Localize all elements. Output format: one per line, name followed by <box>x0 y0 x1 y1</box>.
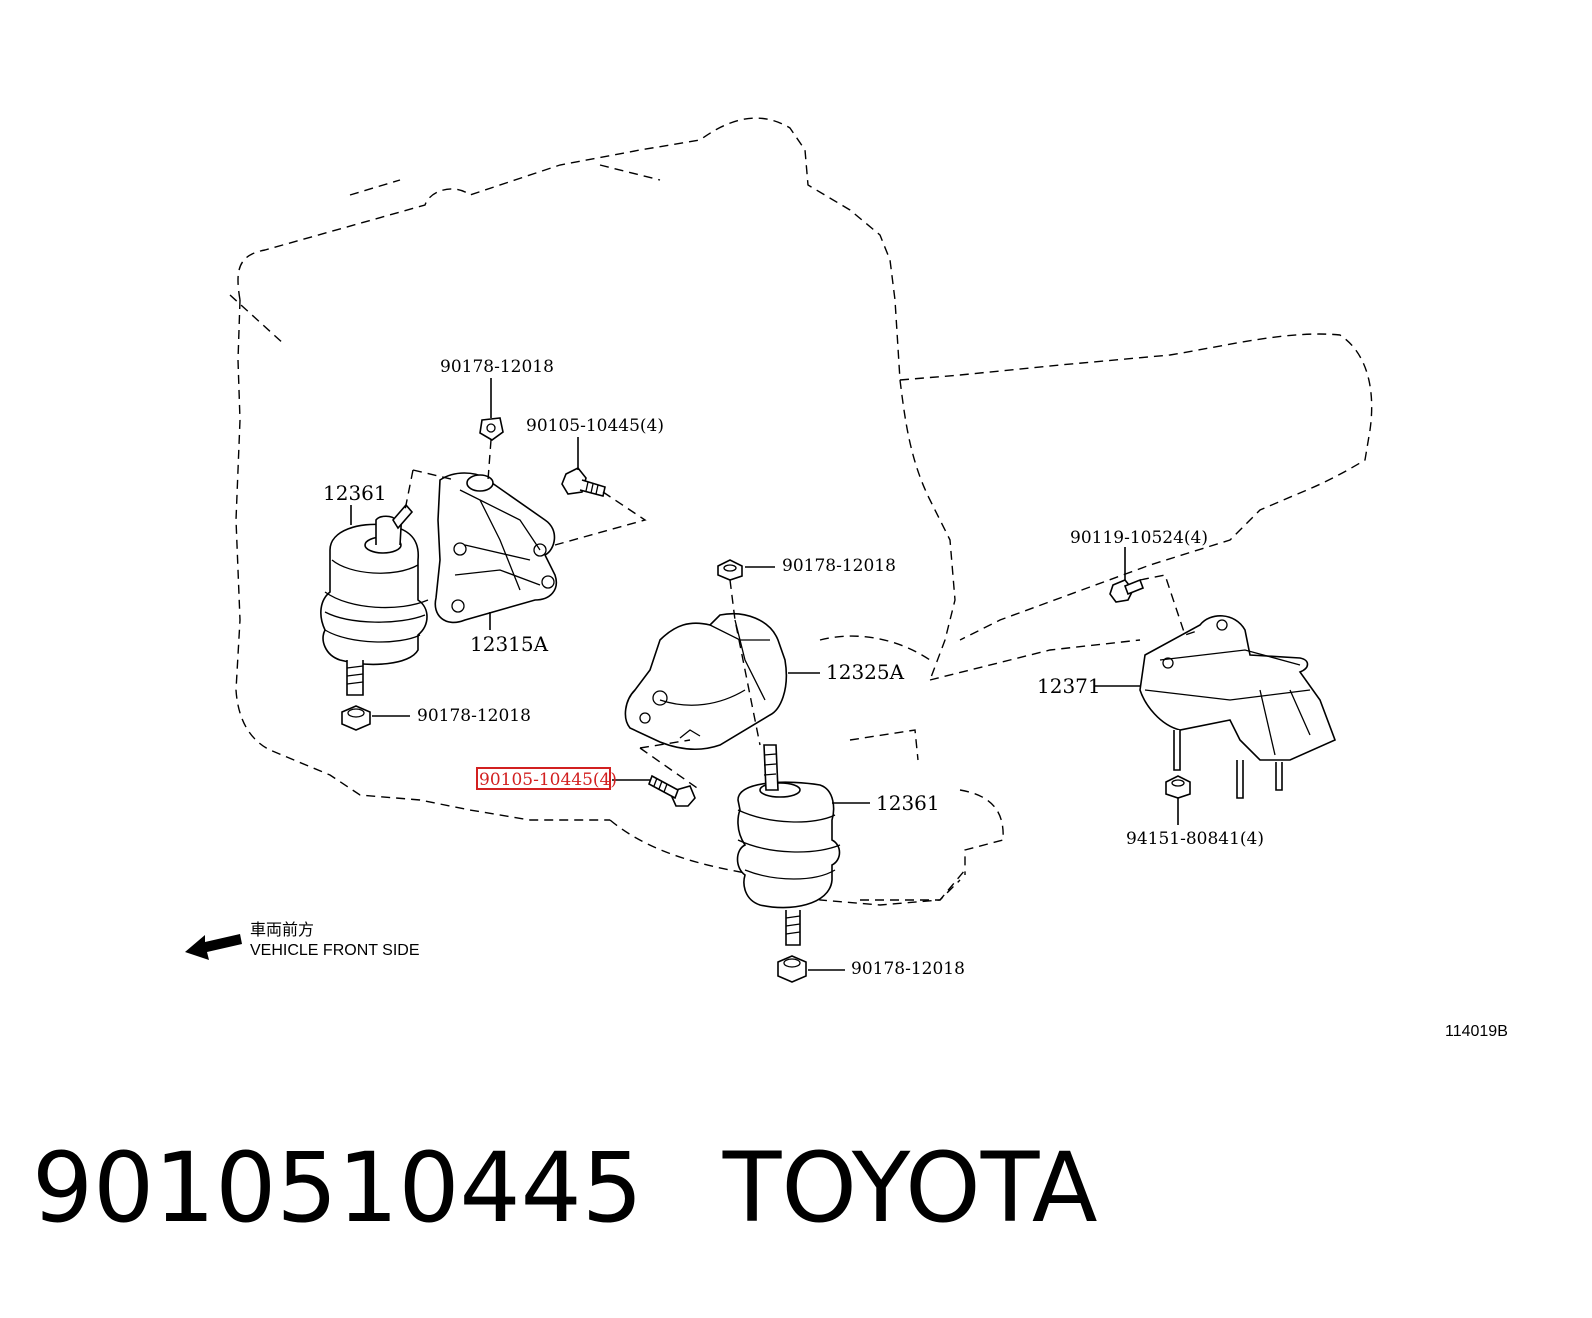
engine-mount-left[interactable] <box>320 503 429 696</box>
engine-bracket-center[interactable] <box>624 613 788 751</box>
nut-bottom-left[interactable] <box>341 705 371 731</box>
assembly-lines <box>404 439 1201 791</box>
label-mount-center[interactable]: 12361 <box>876 791 940 815</box>
nut-right[interactable] <box>1165 775 1191 799</box>
label-mount-left[interactable]: 12361 <box>323 481 387 505</box>
engine-mount-center[interactable] <box>736 744 841 946</box>
nut-center[interactable] <box>717 559 743 581</box>
label-bracket-center[interactable]: 12325A <box>826 660 905 684</box>
highlight-box <box>476 767 611 790</box>
label-nut-center[interactable]: 90178-12018 <box>782 556 896 576</box>
vehicle-front-arrow-icon <box>185 934 242 960</box>
engine-outline <box>229 117 1373 906</box>
bolt-right[interactable] <box>1109 578 1145 603</box>
leader-lines <box>350 378 1179 971</box>
label-bolt-highlighted[interactable]: 90105-10445(4) <box>479 770 617 790</box>
label-nut-bottom-left[interactable]: 90178-12018 <box>417 706 531 726</box>
label-bracket-left[interactable]: 12315A <box>470 632 549 656</box>
label-nut-bottom-center[interactable]: 90178-12018 <box>851 959 965 979</box>
transmission-mount-rear[interactable] <box>1139 615 1337 799</box>
labels: 90178-12018 90105-10445(4) 12361 12315A … <box>250 357 1508 1040</box>
label-bolt-top[interactable]: 90105-10445(4) <box>526 416 664 436</box>
label-bolt-right[interactable]: 90119-10524(4) <box>1070 528 1208 548</box>
bolt-highlighted[interactable] <box>648 774 696 807</box>
label-mount-rear[interactable]: 12371 <box>1037 674 1101 698</box>
figure-id: 114019B <box>1445 1023 1508 1040</box>
part-number: 9010510445 <box>32 1132 643 1244</box>
label-front-en: VEHICLE FRONT SIDE <box>250 942 420 959</box>
label-nut-right[interactable]: 94151-80841(4) <box>1126 829 1264 849</box>
label-front-jp: 車両前方 <box>250 921 314 939</box>
nut-top-left[interactable] <box>479 417 504 441</box>
engine-bracket-left[interactable] <box>434 472 557 624</box>
bolt-top[interactable] <box>561 466 606 497</box>
label-nut-top-left[interactable]: 90178-12018 <box>440 357 554 377</box>
brand-name: TOYOTA <box>722 1132 1098 1244</box>
nut-bottom-center[interactable] <box>777 955 807 983</box>
